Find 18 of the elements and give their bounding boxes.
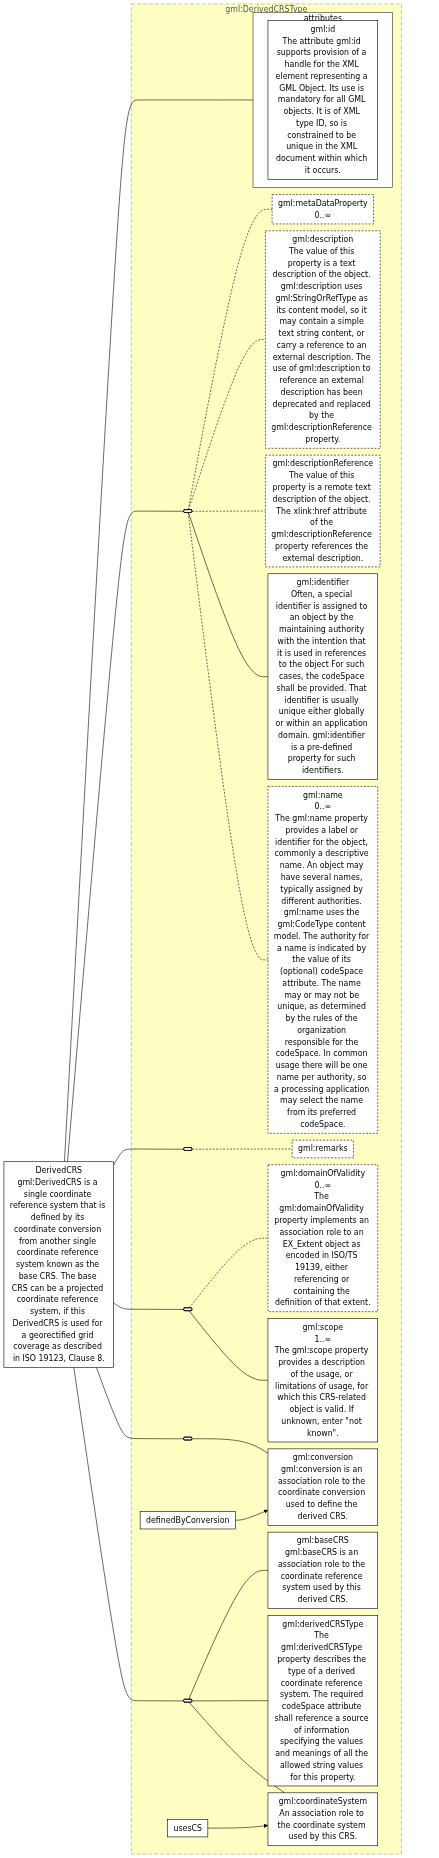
connector [96,1367,184,1440]
connector [188,339,266,511]
connector [73,1367,184,1702]
connector [188,1237,269,1309]
connector [188,512,269,677]
connector [192,1438,269,1454]
connector [113,1148,184,1166]
connector [192,510,266,512]
connector [67,510,184,1163]
connector [187,208,273,511]
connector [188,1310,269,1381]
connector [188,1570,269,1700]
connector [189,1702,285,1794]
connector [192,1700,269,1702]
connector [64,99,254,1163]
connector [113,1302,184,1310]
connector [187,512,269,961]
connector [192,1148,293,1150]
